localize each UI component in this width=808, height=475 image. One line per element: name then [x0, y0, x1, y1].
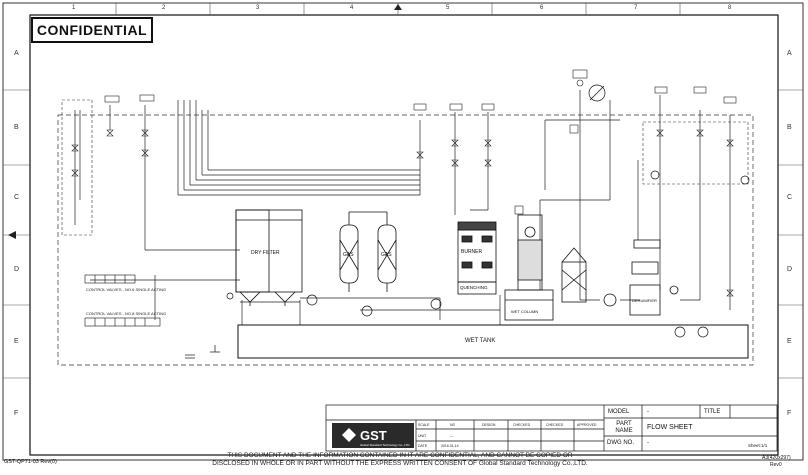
- model-value: -: [647, 409, 649, 415]
- row-label: A: [14, 50, 19, 57]
- checked-label-2: CHECKED: [546, 423, 564, 427]
- sheet-number: Sheet:1/1: [748, 443, 768, 448]
- instrument-tags: [104, 69, 737, 215]
- system-boundary: [57, 114, 754, 366]
- dwg-no-value: -: [647, 440, 649, 446]
- row-label: C: [787, 194, 793, 201]
- checked-label-1: CHECKED: [513, 423, 531, 427]
- row-label: B: [787, 124, 792, 131]
- title-label: TITLE: [704, 409, 721, 415]
- approved-label: APPROVED: [577, 423, 597, 427]
- burner-label: BURNER: [461, 249, 483, 255]
- center-mark-top: [394, 4, 402, 10]
- confidential-banner: CONFIDENTIAL: [31, 17, 153, 43]
- left-panel-boundary: [61, 99, 93, 236]
- scale-label: SCALE: [418, 423, 430, 427]
- column-label: 8: [728, 5, 732, 11]
- date-label: DATE: [418, 444, 428, 448]
- valves: [71, 129, 734, 297]
- wet-column-label: WET COLUMN: [511, 309, 539, 314]
- disclaimer-line-2: DISCLOSED IN WHOLE OR IN PART WITHOUT TH…: [212, 460, 588, 467]
- dehumifier-label: DEHUMIFIER: [632, 298, 657, 303]
- scrubber: [561, 247, 617, 307]
- gas-vessel-label: GAS: [343, 252, 354, 258]
- control-valves-label-2: CONTROL VALVES - NO.8 SINGLE ACTING: [86, 311, 167, 316]
- wet-column: [504, 214, 554, 321]
- row-label: C: [14, 194, 20, 201]
- fan-blade: [589, 85, 605, 101]
- part-name-label: PART NAME: [615, 421, 633, 434]
- wet-tank: [237, 324, 749, 359]
- model-label: MODEL: [608, 409, 630, 415]
- valve-manifolds: [84, 274, 161, 327]
- dry-filter: [235, 209, 303, 306]
- design-label: DESIGN: [482, 423, 496, 427]
- row-label: B: [14, 124, 19, 131]
- disclaimer-line-1: THIS DOCUMENT AND THE INFORMATION CONTAI…: [227, 452, 573, 459]
- sheet-size: A3(420x297): [762, 455, 791, 461]
- center-mark-left: [8, 231, 16, 239]
- row-label: D: [787, 266, 793, 273]
- row-label: E: [14, 338, 19, 345]
- dehumifier: [629, 239, 679, 316]
- column-label: 5: [446, 5, 450, 11]
- revision: Rev0: [770, 462, 782, 468]
- inner-frame: [29, 14, 779, 456]
- burner: [457, 221, 497, 295]
- gas-vessels: [339, 211, 397, 292]
- column-ticks: [3, 3, 803, 379]
- dwg-no-label: DWG NO.: [607, 440, 634, 446]
- doc-code: GST-QP71-03 Rev(0): [4, 459, 57, 465]
- outer-frame: [2, 2, 804, 461]
- drains: [185, 345, 220, 359]
- column-label: 6: [540, 5, 544, 11]
- gst-logo-text: GST: [360, 428, 387, 443]
- gst-logo-mark: [342, 428, 356, 442]
- unit-value: ---: [450, 434, 454, 438]
- wet-tank-label: WET TANK: [465, 338, 496, 344]
- row-label: A: [787, 50, 792, 57]
- gas-vessel-label: GAS: [381, 252, 392, 258]
- gauge-top: [576, 79, 584, 87]
- date-value: 2016.01.14: [441, 444, 459, 448]
- column-label: 3: [256, 5, 260, 11]
- row-label: F: [787, 410, 792, 417]
- row-label: E: [787, 338, 792, 345]
- unit-label: UNIT: [418, 434, 427, 438]
- company-name: Global Standard Technology Co.,LTD.: [360, 443, 411, 447]
- column-label: 2: [162, 5, 166, 11]
- right-panel-boundary: [642, 121, 749, 185]
- column-label: 4: [350, 5, 354, 11]
- row-label: D: [14, 266, 20, 273]
- control-valves-label-1: CONTROL VALVES - NO.6 SINGLE ACTING: [86, 287, 167, 292]
- process-lines: [74, 90, 731, 325]
- column-label: 1: [72, 5, 76, 11]
- part-name-value: FLOW SHEET: [647, 424, 693, 431]
- pumps: [226, 84, 750, 338]
- column-label: 7: [634, 5, 638, 11]
- row-label: F: [14, 410, 19, 417]
- scale-value: NS: [450, 423, 455, 427]
- quenching-label: QUENCHING: [460, 285, 488, 290]
- dry-filter-label: DRY FILTER: [251, 250, 280, 256]
- title-block-frame: [325, 404, 778, 452]
